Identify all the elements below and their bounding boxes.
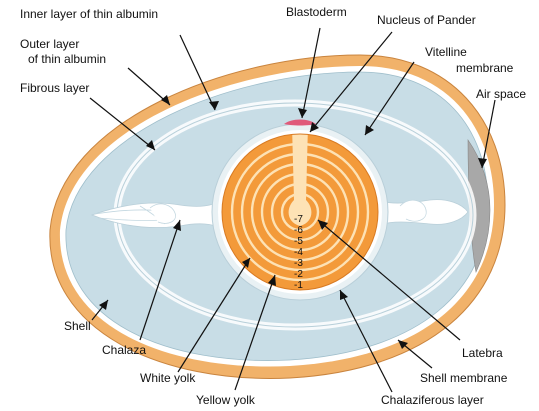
label-vitelline-line2: membrane (456, 61, 514, 75)
label-chalaziferous-layer: Chalaziferous layer (381, 393, 484, 407)
ring-number: -1 (294, 280, 303, 291)
ring-number: -3 (294, 258, 303, 269)
label-vitelline-line1: Vitelline (425, 45, 467, 59)
label-chalaza: Chalaza (102, 343, 146, 357)
label-blastoderm: Blastoderm (286, 5, 347, 19)
label-fibrous-layer: Fibrous layer (20, 81, 89, 95)
label-outer-layer-line2: of thin albumin (28, 52, 106, 66)
ring-number: -2 (294, 269, 303, 280)
label-nucleus-of-pander: Nucleus of Pander (377, 13, 476, 27)
ring-number: -7 (294, 214, 303, 225)
label-shell: Shell (64, 319, 91, 333)
label-outer-layer-line1: Outer layer (20, 37, 79, 51)
ring-number: -5 (294, 236, 303, 247)
ring-number: -6 (294, 225, 303, 236)
yolk-ring-numbers: -7 -6 -5 -4 -3 -2 -1 (294, 214, 303, 291)
label-air-space: Air space (476, 87, 526, 101)
label-shell-membrane: Shell membrane (420, 371, 508, 385)
label-latebra: Latebra (462, 346, 503, 360)
ring-number: -4 (294, 247, 303, 258)
label-white-yolk: White yolk (140, 371, 196, 385)
label-yellow-yolk: Yellow yolk (196, 393, 256, 407)
label-inner-thin-albumin: Inner layer of thin albumin (20, 7, 158, 21)
